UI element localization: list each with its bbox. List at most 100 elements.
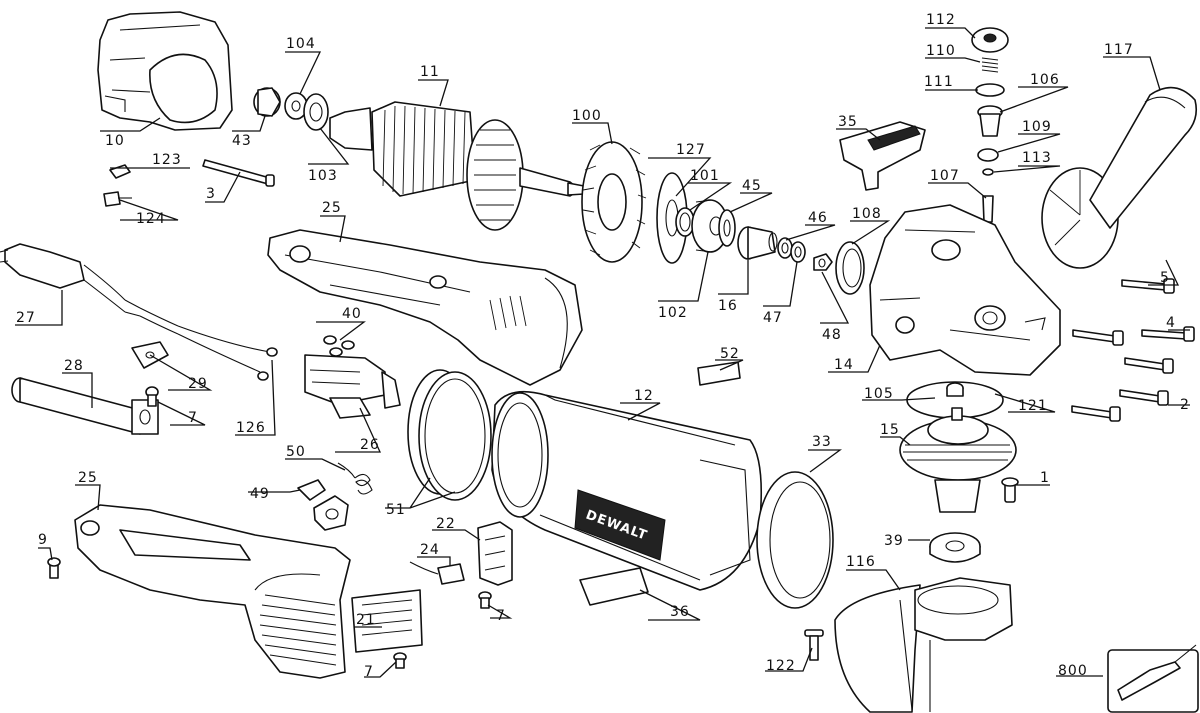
part-51-rings [407,369,492,501]
label-121: 121 [1018,398,1048,414]
label-21: 21 [356,612,376,628]
label-10: 10 [105,133,125,149]
label-15: 15 [880,422,900,438]
part-117-side-handle [1041,86,1198,269]
label-105: 105 [864,386,894,402]
label-49: 49 [250,486,270,502]
part-27-power-cord [0,243,278,381]
part-35-cover [839,121,926,191]
part-21-brush-cover [351,589,423,653]
part-107-pin [982,195,994,223]
label-116: 116 [846,554,876,570]
label-27: 27 [16,310,36,326]
label-109: 109 [1022,119,1052,135]
part-45-washer [718,209,736,247]
part-25-handle-half-top [267,229,583,386]
part-124-clip [103,191,132,207]
part-50-spring [337,462,373,495]
part-33-ring [756,471,834,609]
label-127: 127 [676,142,706,158]
part-2-screw [1119,389,1169,406]
part-1-screw [1001,477,1019,503]
label-39: 39 [884,533,904,549]
part-110-spring [981,57,999,73]
part-36-label [579,567,649,606]
part-labels: 10 43 104 103 11 100 127 101 45 102 16 4… [16,12,1190,680]
label-113: 113 [1022,150,1052,166]
label-7-c: 7 [364,664,374,680]
part-46-47-washers [777,237,806,263]
label-16: 16 [718,298,738,314]
label-800: 800 [1058,663,1088,679]
part-11-armature [329,101,585,231]
part-7-screw-b [478,591,492,609]
part-52-label [697,361,741,386]
part-40-screws [323,335,355,357]
part-12-motor-housing: DEWALT [491,390,762,591]
label-3: 3 [206,186,216,202]
label-46: 46 [808,210,828,226]
label-24: 24 [420,542,440,558]
label-33: 33 [812,434,832,450]
label-106: 106 [1030,72,1060,88]
label-111: 111 [924,74,954,90]
part-116-guard [834,577,1013,713]
part-100-fan [581,141,647,263]
label-7-b: 7 [496,608,506,624]
label-117: 117 [1104,42,1134,58]
label-52: 52 [720,346,740,362]
part-5-screw [1121,278,1175,294]
part-49-lock [297,479,349,531]
label-103: 103 [308,168,338,184]
part-screw-extra-c [1071,405,1121,422]
label-29: 29 [188,376,208,392]
label-11: 11 [420,64,440,80]
part-22-brush-holder [477,521,513,586]
part-screw-extra-b [1124,357,1174,374]
part-122-bolt [804,629,824,661]
part-800-inset [1107,644,1199,713]
label-112: 112 [926,12,956,28]
label-2: 2 [1180,397,1190,413]
label-123: 123 [152,152,182,168]
part-7-screw-c [393,652,407,669]
label-5: 5 [1160,270,1170,286]
part-28-tube [11,377,159,435]
label-14: 14 [834,357,854,373]
label-7-a: 7 [188,410,198,426]
label-47: 47 [763,310,783,326]
part-screw-extra-a [1072,329,1124,346]
label-4: 4 [1166,315,1176,331]
label-48: 48 [822,327,842,343]
label-100: 100 [572,108,602,124]
label-107: 107 [930,168,960,184]
part-48-nut [813,253,833,271]
label-25-top: 25 [322,200,342,216]
part-25-handle-half-bottom [74,504,351,679]
label-28: 28 [64,358,84,374]
part-109-ring [977,148,999,162]
part-7-screw-a [145,386,159,407]
label-40: 40 [342,306,362,322]
part-9-screw [47,557,61,579]
part-108-seal [835,241,865,295]
label-1: 1 [1040,470,1050,486]
label-124: 124 [136,211,166,227]
part-102-bearing [691,199,729,253]
part-26-switch [304,354,401,419]
leader-lines [15,27,1190,678]
label-35: 35 [838,114,858,130]
part-103-bearing [303,93,329,131]
part-3-rod [202,159,275,187]
part-10-field-coil [97,11,233,131]
label-104: 104 [286,36,316,52]
label-101: 101 [690,168,720,184]
label-45: 45 [742,178,762,194]
label-126: 126 [236,420,266,436]
label-9: 9 [38,532,48,548]
part-14-gear-case [869,204,1061,376]
label-26: 26 [360,437,380,453]
part-43-sleeve [253,87,281,117]
